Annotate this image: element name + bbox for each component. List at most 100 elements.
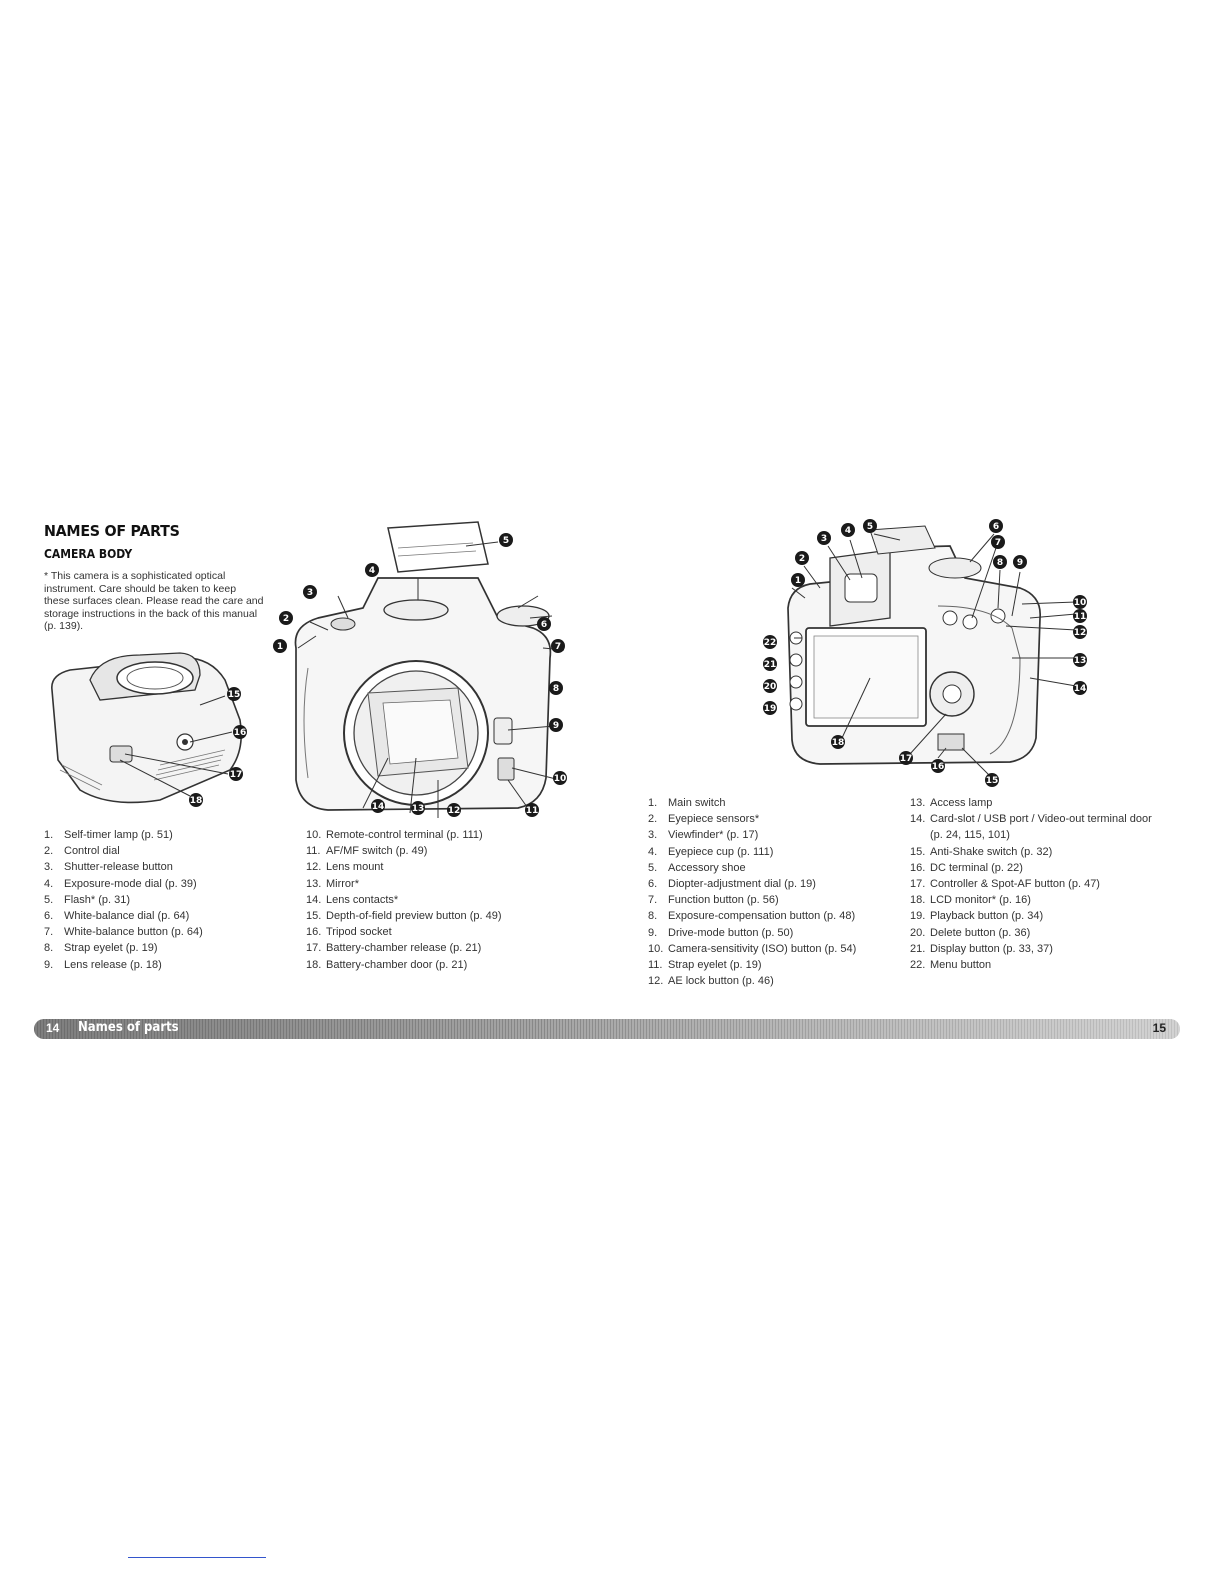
svg-text:6: 6: [541, 620, 547, 630]
svg-text:2: 2: [283, 614, 289, 624]
right-page-number: 15: [1152, 1021, 1166, 1035]
list-item: 5.Accessory shoe: [648, 861, 746, 874]
list-item: 15.Anti-Shake switch (p. 32): [910, 845, 1053, 858]
list-item: 7.White-balance button (p. 64): [44, 926, 203, 939]
list-item: 4.Exposure-mode dial (p. 39): [44, 877, 197, 890]
camera-bottom-illustration: 15 16 17 18: [51, 652, 247, 807]
svg-text:14: 14: [1074, 684, 1087, 694]
svg-text:13: 13: [1074, 656, 1087, 666]
svg-text:8: 8: [997, 558, 1003, 568]
list-item: 16.DC terminal (p. 22): [910, 861, 1023, 874]
callout-b1: 1: [791, 573, 805, 587]
list-item: 3.Viewfinder* (p. 17): [648, 829, 759, 842]
list-item: 5.Flash* (p. 31): [44, 893, 131, 906]
svg-text:12: 12: [448, 806, 461, 816]
front-parts-list-b: 10.Remote-control terminal (p. 111) 11.A…: [306, 827, 576, 973]
svg-text:21: 21: [764, 660, 777, 670]
list-item: 7.Function button (p. 56): [648, 894, 779, 907]
list-item: 3.Shutter-release button: [44, 861, 173, 874]
svg-text:7: 7: [555, 642, 561, 652]
list-item: 13.Access lamp: [910, 797, 993, 809]
svg-text:1: 1: [277, 642, 283, 652]
svg-text:10: 10: [554, 774, 567, 784]
callout-b3: 3: [817, 531, 831, 545]
callout-b17: 17: [899, 751, 913, 765]
link-underline[interactable]: [128, 1557, 266, 1558]
list-item: 1.Main switch: [648, 797, 726, 809]
svg-text:7: 7: [995, 538, 1001, 548]
list-item: 18.LCD monitor* (p. 16): [910, 894, 1031, 907]
list-item: 17.Battery-chamber release (p. 21): [306, 942, 482, 955]
list-item: 21.Display button (p. 33, 37): [910, 942, 1053, 955]
callout-17: 17: [229, 767, 243, 781]
list-item: 8.Strap eyelet (p. 19): [44, 942, 158, 955]
callout-b20: 20: [763, 679, 777, 693]
svg-text:19: 19: [764, 704, 777, 714]
svg-text:17: 17: [900, 754, 913, 764]
svg-text:11: 11: [1074, 612, 1087, 622]
callout-6: 6: [537, 617, 551, 631]
list-item: 16.Tripod socket: [306, 926, 392, 939]
callout-b16: 16: [931, 759, 945, 773]
callout-12: 12: [447, 803, 461, 817]
callout-4: 4: [365, 563, 379, 577]
callout-9: 9: [549, 718, 563, 732]
list-item: 6.White-balance dial (p. 64): [44, 910, 190, 923]
list-item: 17.Controller & Spot-AF button (p. 47): [910, 878, 1100, 891]
svg-text:18: 18: [832, 738, 845, 748]
list-item: 20.Delete button (p. 36): [910, 926, 1031, 939]
list-item: 2.Control dial: [44, 845, 120, 858]
callout-b13: 13: [1073, 653, 1087, 667]
callout-b4: 4: [841, 523, 855, 537]
list-item: 8.Exposure-compensation button (p. 48): [648, 910, 856, 923]
callout-b15: 15: [985, 773, 999, 787]
left-page-number: 14: [46, 1021, 60, 1035]
list-item: 12.Lens mount: [306, 861, 384, 874]
svg-text:18: 18: [190, 796, 203, 806]
list-item: 6.Diopter-adjustment dial (p. 19): [648, 878, 816, 891]
svg-text:5: 5: [867, 522, 873, 532]
callout-15: 15: [227, 687, 241, 701]
list-item: 2.Eyepiece sensors*: [648, 813, 760, 826]
callout-b9: 9: [1013, 555, 1027, 569]
list-item: 10.Remote-control terminal (p. 111): [306, 829, 483, 841]
callout-13: 13: [411, 801, 425, 815]
svg-text:3: 3: [307, 588, 313, 598]
manual-spread: NAMES OF PARTS CAMERA BODY * This camera…: [30, 490, 1200, 1070]
footer-section-title: Names of parts: [78, 1020, 179, 1035]
callout-16: 16: [233, 725, 247, 739]
svg-text:10: 10: [1074, 598, 1087, 608]
svg-text:17: 17: [230, 770, 243, 780]
list-item: 11.Strap eyelet (p. 19): [648, 959, 762, 972]
list-item: 19.Playback button (p. 34): [910, 910, 1044, 923]
svg-text:22: 22: [764, 638, 777, 648]
list-item: 14.Lens contacts*: [306, 893, 399, 906]
callout-b10: 10: [1073, 595, 1087, 609]
svg-text:15: 15: [986, 776, 999, 786]
callout-1: 1: [273, 639, 287, 653]
list-item: 4.Eyepiece cup (p. 111): [648, 845, 774, 858]
svg-text:9: 9: [1017, 558, 1023, 568]
list-item: 22.Menu button: [910, 959, 992, 972]
list-item: 11.AF/MF switch (p. 49): [306, 845, 428, 858]
callout-b11: 11: [1073, 609, 1087, 623]
callout-7: 7: [551, 639, 565, 653]
callout-b2: 2: [795, 551, 809, 565]
svg-text:11: 11: [526, 806, 539, 816]
list-item: 10.Camera-sensitivity (ISO) button (p. 5…: [648, 942, 857, 955]
svg-text:8: 8: [553, 684, 559, 694]
section-subheading: CAMERA BODY: [44, 547, 133, 561]
callout-14: 14: [371, 799, 385, 813]
callout-2: 2: [279, 611, 293, 625]
callout-b14: 14: [1073, 681, 1087, 695]
callout-b7: 7: [991, 535, 1005, 549]
svg-text:15: 15: [228, 690, 241, 700]
callout-b8: 8: [993, 555, 1007, 569]
callout-8: 8: [549, 681, 563, 695]
callout-18: 18: [189, 793, 203, 807]
svg-text:5: 5: [503, 536, 509, 546]
svg-text:12: 12: [1074, 628, 1087, 638]
list-item: 18.Battery-chamber door (p. 21): [306, 958, 468, 971]
callout-b12: 12: [1073, 625, 1087, 639]
list-item: 9.Lens release (p. 18): [44, 958, 162, 971]
